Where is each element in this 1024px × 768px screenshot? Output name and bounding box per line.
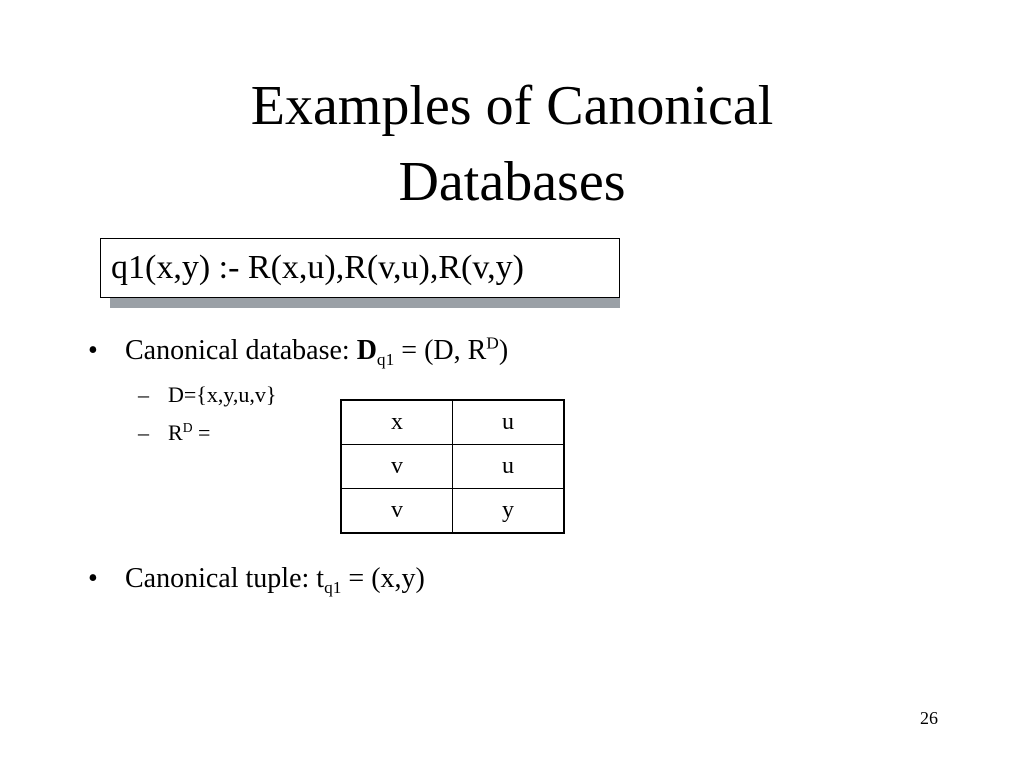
query-callout: q1(x,y) :- R(x,u),R(v,u),R(v,y) <box>100 238 620 308</box>
bullet-tuple-subscript: q1 <box>324 578 342 598</box>
bullet-db-superscript: D <box>486 333 499 353</box>
query-text: q1(x,y) :- R(x,u),R(v,u),R(v,y) <box>100 238 620 298</box>
bullet-db-middle: = (D, R <box>394 335 487 366</box>
bullet-tuple-suffix: = (x,y) <box>341 563 425 594</box>
page-number: 26 <box>920 708 938 728</box>
sub-bullet-marker: – <box>138 420 149 445</box>
table-cell: u <box>452 399 565 445</box>
bullet-canonical-tuple: • Canonical tuple: tq1 = (x,y) <box>88 562 425 605</box>
sub-bullet-relation-prefix: R <box>168 420 183 445</box>
sub-bullet-marker: – <box>138 382 149 407</box>
bullet-db-bold: D <box>356 335 377 366</box>
table-cell: v <box>340 488 453 534</box>
slide-title-line-1: Examples of Canonical <box>250 75 774 137</box>
slide-title-line-2: Databases <box>398 151 626 213</box>
bullet-marker: • <box>88 563 98 594</box>
sub-bullet-relation-suffix: = <box>192 420 211 445</box>
sub-bullet-domain-text: D={x,y,u,v} <box>168 382 277 407</box>
sub-bullet-domain: – D={x,y,u,v} <box>138 381 277 409</box>
table-cell: u <box>452 444 565 489</box>
table-cell: v <box>340 444 453 489</box>
sub-bullet-relation-superscript: D <box>182 419 193 435</box>
bullet-canonical-database: • Canonical database: Dq1 = (D, RD) <box>88 333 509 377</box>
bullet-marker: • <box>88 335 98 366</box>
bullet-tuple-prefix: Canonical tuple: t <box>125 563 325 594</box>
table-cell: y <box>452 488 565 534</box>
bullet-db-subscript: q1 <box>376 350 395 370</box>
bullet-db-suffix: ) <box>498 335 509 366</box>
bullet-db-prefix: Canonical database: <box>125 335 357 366</box>
sub-bullet-relation: – RD = <box>138 419 211 447</box>
slide-title: Examples of Canonical Databases <box>0 68 1024 220</box>
table-cell: x <box>340 399 453 445</box>
